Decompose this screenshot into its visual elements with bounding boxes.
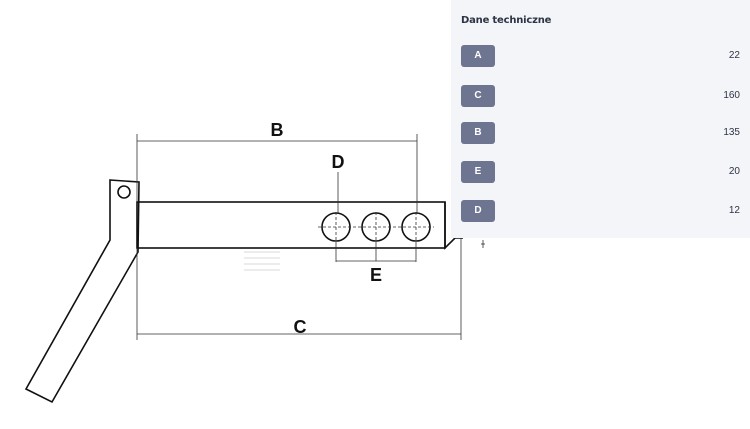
spec-value: 160 — [723, 90, 740, 101]
main-bar — [136, 201, 446, 249]
spec-key-badge: B — [461, 122, 495, 144]
end-tab — [444, 202, 463, 250]
technical-data-panel: Dane techniczne A 22 C 160 B 135 E 20 D … — [451, 0, 750, 238]
hitch-plate — [24, 179, 140, 404]
pivot-hole — [117, 185, 131, 199]
drawing-lines — [24, 179, 463, 404]
dimension-label-e: E — [370, 265, 382, 285]
spec-value: 22 — [728, 50, 740, 61]
spec-value: 20 — [728, 166, 740, 177]
spec-value: 12 — [728, 205, 740, 216]
spec-value: 135 — [723, 127, 740, 138]
dimension-label-c: C — [294, 317, 307, 337]
spec-key-badge: E — [461, 161, 495, 183]
panel-title: Dane techniczne — [461, 15, 552, 26]
spec-row: C 160 — [461, 85, 740, 107]
spec-key-badge: D — [461, 200, 495, 222]
dimension-label-b: B — [271, 120, 284, 140]
spec-row: B 135 — [461, 122, 740, 144]
spec-key-badge: C — [461, 85, 495, 107]
dimension-label-d: D — [332, 152, 345, 172]
dimension-lines — [136, 134, 485, 340]
spec-row: D 12 — [461, 200, 740, 222]
spec-key-badge: A — [461, 45, 495, 67]
watermark-mark — [244, 251, 280, 271]
spec-row: A 22 — [461, 45, 740, 67]
spec-row: E 20 — [461, 161, 740, 183]
